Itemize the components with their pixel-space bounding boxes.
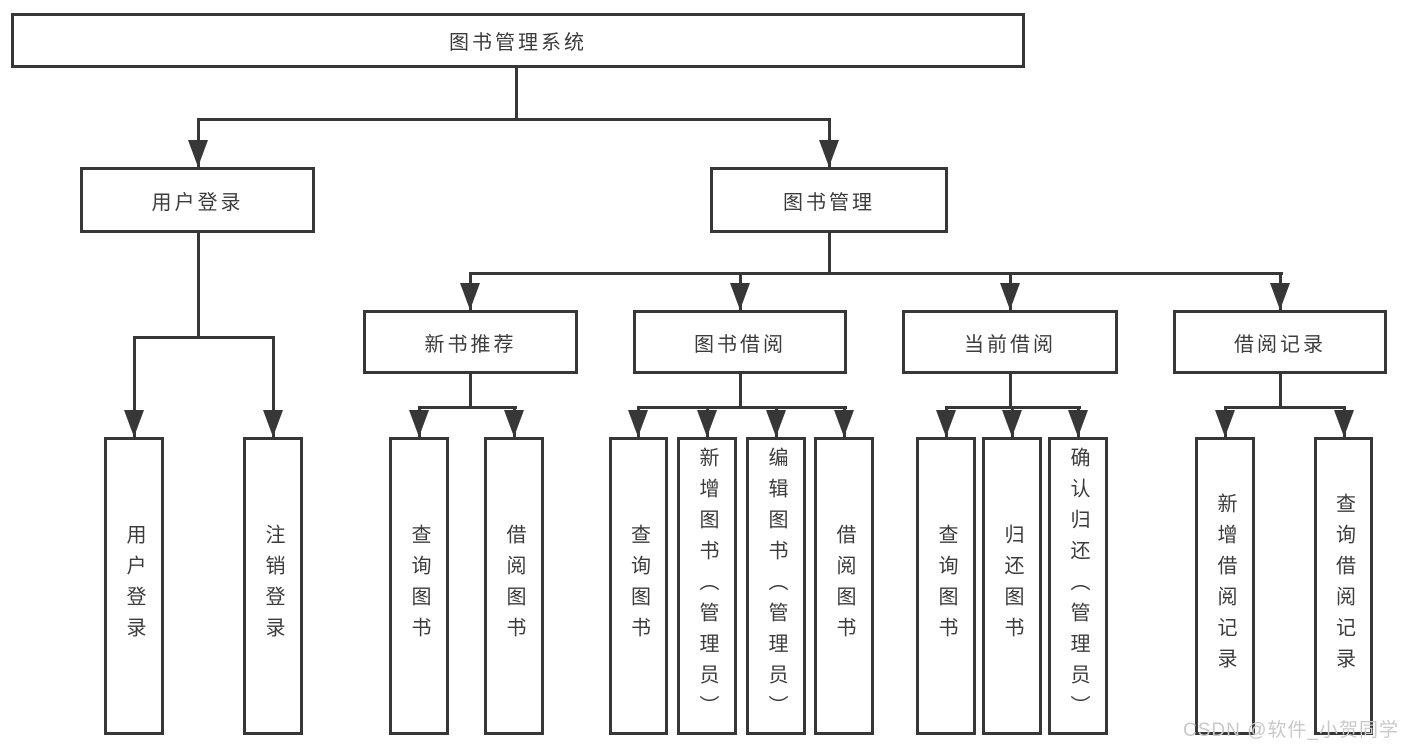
node-current-borrowing: 当前借阅 [902, 310, 1118, 374]
connector-line [469, 272, 1283, 275]
leaf-query-books: 查询图书 [609, 437, 668, 735]
leaf-logout: 注销登录 [243, 437, 303, 735]
arrowhead-icon [460, 283, 480, 310]
arrowhead-icon [1215, 410, 1235, 437]
connector-line [1009, 374, 1012, 406]
connector-line [828, 233, 831, 272]
node-label: 编辑图书（管理员） [765, 446, 787, 726]
leaf-user-login: 用户登录 [104, 437, 164, 735]
node-label: 图书管理 [783, 191, 875, 214]
leaf-query-books: 查询图书 [389, 437, 449, 735]
connector-line [197, 118, 831, 121]
connector-line [1224, 406, 1346, 409]
node-label: 借阅记录 [1234, 333, 1326, 356]
arrowhead-icon [188, 140, 208, 167]
node-label: 确认归还（管理员） [1067, 446, 1089, 726]
connector-line [1279, 374, 1282, 406]
connector-line [637, 406, 847, 409]
node-user-login: 用户登录 [80, 167, 315, 233]
arrowhead-icon [834, 410, 854, 437]
node-label: 查询图书 [408, 524, 430, 648]
connector-line [197, 233, 200, 336]
connector-line [133, 336, 275, 339]
node-label: 查询图书 [627, 524, 650, 648]
arrowhead-icon [1334, 410, 1354, 437]
arrowhead-icon [628, 410, 648, 437]
node-label: 借阅图书 [503, 524, 525, 648]
leaf-query-borrowing-record: 查询借阅记录 [1314, 437, 1373, 735]
connector-line [515, 68, 518, 118]
leaf-add-borrowing-record: 新增借阅记录 [1195, 437, 1255, 735]
node-label: 图书借阅 [694, 333, 786, 356]
arrowhead-icon [1000, 283, 1020, 310]
connector-line [469, 374, 472, 406]
leaf-borrow-books: 借阅图书 [484, 437, 544, 735]
arrowhead-icon [1270, 283, 1290, 310]
csdn-watermark: CSDN @软件_小贺同学 [1183, 720, 1399, 741]
node-label: 注销登录 [262, 524, 284, 648]
arrowhead-icon [504, 410, 524, 437]
node-label: 图书管理系统 [449, 32, 587, 54]
arrowhead-icon [1068, 410, 1088, 437]
node-book-management: 图书管理 [710, 167, 948, 233]
node-book-borrowing: 图书借阅 [633, 310, 847, 374]
node-library-management-system: 图书管理系统 [11, 13, 1025, 68]
leaf-query-books: 查询图书 [916, 437, 976, 735]
node-label: 用户登录 [151, 191, 244, 214]
node-label: 新增图书（管理员） [696, 446, 718, 726]
arrowhead-icon [409, 410, 429, 437]
leaf-edit-books-admin: 编辑图书（管理员） [746, 437, 806, 735]
leaf-borrow-books: 借阅图书 [814, 437, 874, 735]
node-borrowing-records: 借阅记录 [1173, 310, 1387, 374]
arrowhead-icon [819, 140, 839, 167]
arrowhead-icon [697, 410, 717, 437]
node-label: 新书推荐 [424, 333, 517, 356]
node-label: 当前借阅 [964, 333, 1056, 356]
arrowhead-icon [936, 410, 956, 437]
leaf-return-books: 归还图书 [982, 437, 1042, 735]
arrowhead-icon [124, 410, 144, 437]
node-label: 新增借阅记录 [1214, 493, 1236, 679]
connector-line [739, 374, 742, 406]
connector-line [418, 406, 517, 409]
node-label: 归还图书 [1001, 524, 1023, 648]
connector-line [272, 336, 275, 437]
node-label: 查询图书 [935, 524, 957, 648]
node-label: 借阅图书 [833, 524, 855, 648]
connector-line [133, 336, 136, 437]
node-label: 用户登录 [123, 524, 145, 648]
node-new-book-recommendation: 新书推荐 [363, 310, 578, 374]
leaf-confirm-return-admin: 确认归还（管理员） [1048, 437, 1108, 735]
arrowhead-icon [1002, 410, 1022, 437]
arrowhead-icon [766, 410, 786, 437]
node-label: 查询借阅记录 [1332, 493, 1355, 679]
arrowhead-icon [263, 410, 283, 437]
leaf-add-books-admin: 新增图书（管理员） [677, 437, 737, 735]
arrowhead-icon [730, 283, 750, 310]
